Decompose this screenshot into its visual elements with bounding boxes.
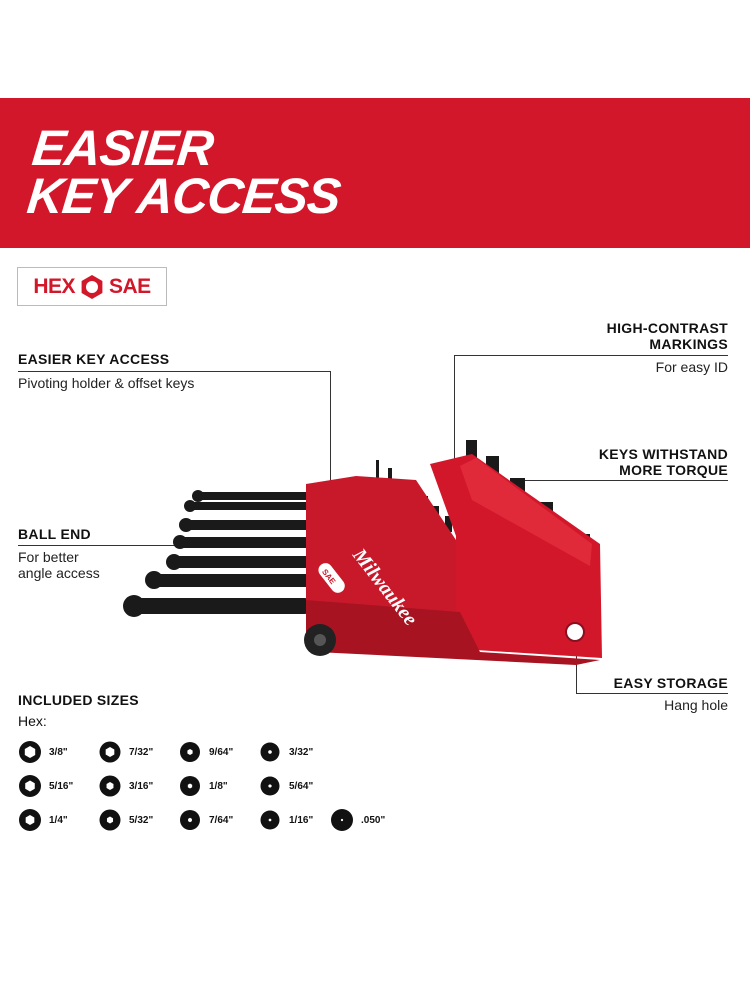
badge-hex-label: HEX: [33, 274, 75, 298]
hex-size-icon: [19, 775, 41, 797]
easier-access-title: EASIER KEY ACCESS: [18, 351, 170, 367]
size-item: 7/32": [98, 740, 153, 764]
hex-size-icon: [99, 741, 121, 763]
size-label: 1/16": [289, 814, 314, 826]
red-holder: [306, 454, 602, 665]
size-item: 1/8": [178, 774, 228, 798]
size-label: 5/32": [129, 814, 154, 826]
ball-end-sub1: For better: [18, 549, 79, 565]
size-label: 3/8": [49, 746, 68, 758]
included-sizes-title: INCLUDED SIZES: [18, 692, 139, 708]
header-banner: EASIER KEY ACCESS: [0, 98, 750, 248]
hex-size-icon: [19, 809, 41, 831]
size-item: .050": [330, 808, 385, 832]
hex-size-icon: [180, 742, 200, 762]
hex-size-icon: [260, 742, 280, 762]
torque-title1: KEYS WITHSTAND: [598, 446, 728, 462]
badge-sae-label: SAE: [109, 274, 151, 298]
size-item: 9/64": [178, 740, 233, 764]
high-contrast-leader-h: [454, 355, 728, 356]
easier-access-leader-v: [330, 371, 331, 483]
ball-end-keys: [123, 490, 308, 617]
included-sizes-sub: Hex:: [18, 713, 47, 729]
hex-size-icon: [260, 810, 280, 830]
easier-access-leader-h: [18, 371, 331, 372]
size-label: 5/64": [289, 780, 314, 792]
easy-storage-title: EASY STORAGE: [613, 675, 728, 691]
size-label: 3/32": [289, 746, 314, 758]
high-contrast-title1: HIGH-CONTRAST: [606, 320, 728, 336]
ball-end-title: BALL END: [18, 526, 91, 542]
size-label: 1/8": [209, 780, 228, 792]
hex-size-icon: [19, 741, 41, 763]
size-label: .050": [361, 814, 386, 826]
hex-key-set-image: Milwaukee SAE: [123, 440, 602, 665]
ball-end-leader: [18, 545, 178, 546]
easy-storage-leader-h: [576, 693, 728, 694]
size-label: 3/16": [129, 780, 154, 792]
size-item: 5/64": [258, 774, 313, 798]
hex-size-icon: [99, 809, 121, 831]
banner-title: EASIER KEY ACCESS: [24, 120, 347, 224]
size-item: 5/16": [18, 774, 73, 798]
size-label: 5/16": [49, 780, 74, 792]
torque-title2: MORE TORQUE: [619, 462, 728, 478]
high-contrast-sub: For easy ID: [655, 359, 728, 375]
size-item: 3/16": [98, 774, 153, 798]
ball-end-sub2: angle access: [18, 565, 100, 581]
easy-storage-sub: Hang hole: [664, 697, 728, 713]
hex-size-icon: [180, 776, 200, 796]
high-contrast-leader-v: [454, 355, 455, 470]
high-contrast-title2: MARKINGS: [649, 336, 728, 352]
torque-leader: [520, 480, 728, 481]
size-item: 7/64": [178, 808, 233, 832]
hang-hole: [565, 622, 585, 642]
size-item: 1/16": [258, 808, 313, 832]
hex-nut-icon: [81, 274, 103, 299]
size-label: 1/4": [49, 814, 68, 826]
easier-access-sub: Pivoting holder & offset keys: [18, 375, 195, 391]
hex-size-icon: [260, 776, 280, 796]
size-label: 7/64": [209, 814, 234, 826]
size-label: 9/64": [209, 746, 234, 758]
hex-sae-badge: HEX SAE: [17, 267, 167, 306]
hex-size-icon: [180, 810, 200, 830]
easy-storage-leader-v: [576, 640, 577, 694]
hex-size-icon: [331, 809, 353, 831]
banner-title-line2: KEY ACCESS: [24, 168, 343, 224]
hex-size-icon: [99, 775, 121, 797]
size-item: 3/32": [258, 740, 313, 764]
size-item: 3/8": [18, 740, 68, 764]
size-label: 7/32": [129, 746, 154, 758]
banner-title-line1: EASIER: [29, 120, 216, 176]
size-item: 5/32": [98, 808, 153, 832]
size-item: 1/4": [18, 808, 68, 832]
